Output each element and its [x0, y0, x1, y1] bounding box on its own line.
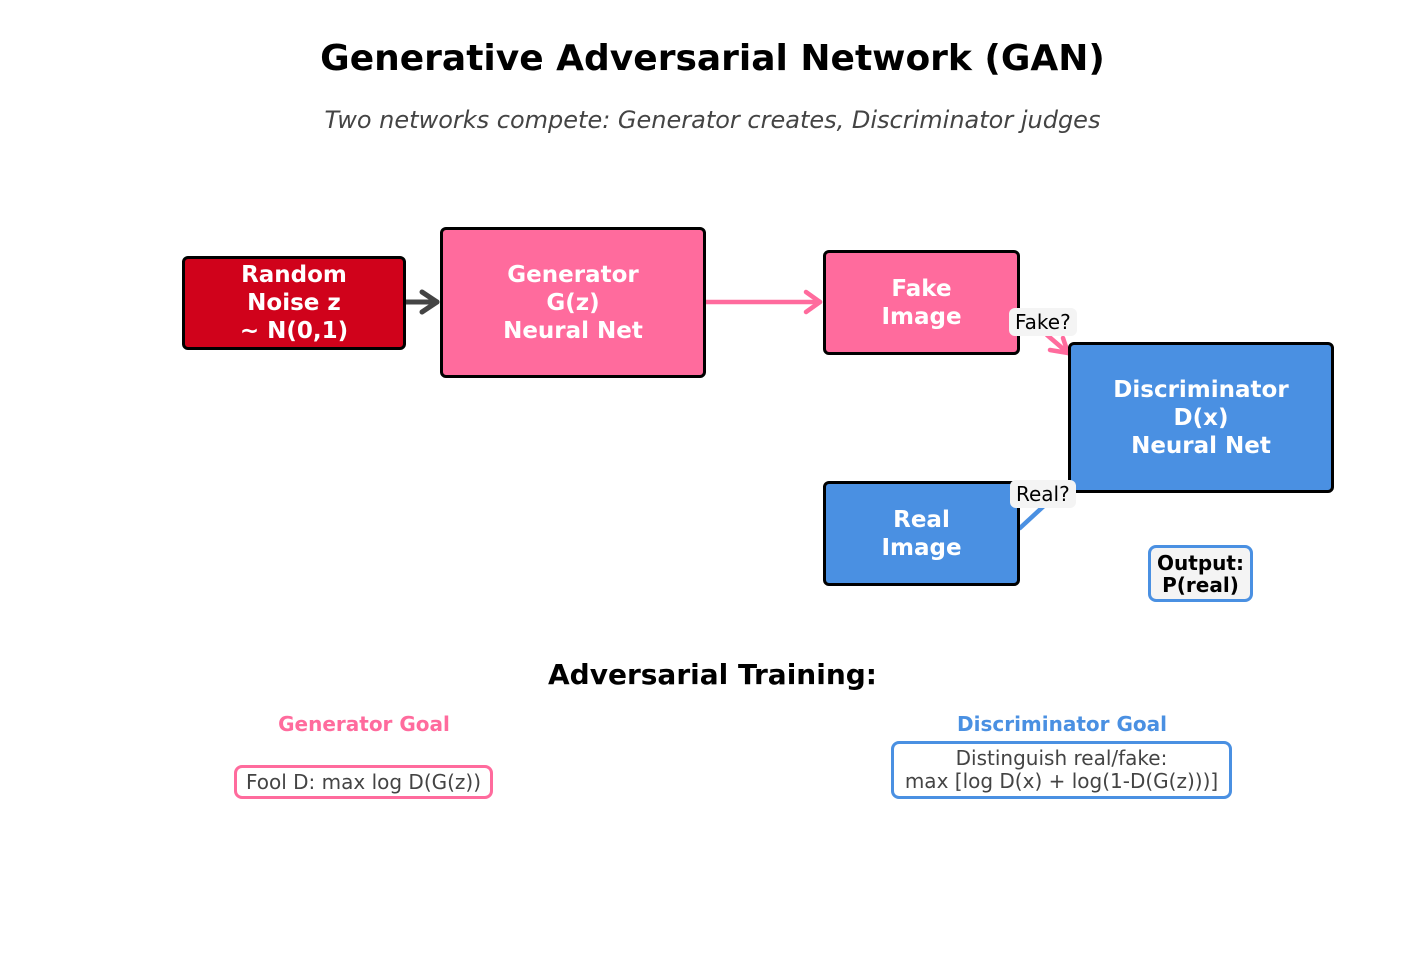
real-edge-label: Real?: [1010, 480, 1076, 508]
noise-node-label: Random Noise z ~ N(0,1): [239, 262, 349, 344]
discriminator-goal-box: Distinguish real/fake: max [log D(x) + l…: [891, 741, 1232, 799]
noise-node: Random Noise z ~ N(0,1): [182, 256, 406, 350]
arrow-generator-to-fake: [702, 289, 823, 315]
generator-goal-text: Fool D: max log D(G(z)): [245, 769, 482, 794]
generator-node-label: Generator G(z) Neural Net: [503, 261, 643, 344]
output-box: Output: P(real): [1148, 545, 1253, 602]
arrow-noise-to-generator: [401, 289, 440, 315]
arrow-fake-to-discriminator: [1044, 332, 1071, 356]
real-image-label: Real Image: [881, 506, 962, 561]
real-image-node: Real Image: [823, 481, 1020, 586]
fake-image-node: Fake Image: [823, 250, 1020, 355]
fake-image-label: Fake Image: [881, 275, 962, 330]
discriminator-node: Discriminator D(x) Neural Net: [1068, 342, 1334, 493]
generator-node: Generator G(z) Neural Net: [440, 227, 706, 378]
generator-goal-title: Generator Goal: [278, 712, 450, 736]
fake-edge-label: Fake?: [1009, 308, 1077, 336]
discriminator-goal-text: Distinguish real/fake: max [log D(x) + l…: [904, 746, 1219, 793]
page-subtitle: Two networks compete: Generator creates,…: [324, 106, 1101, 134]
discriminator-node-label: Discriminator D(x) Neural Net: [1113, 376, 1289, 459]
training-title: Adversarial Training:: [548, 658, 877, 691]
discriminator-goal-title: Discriminator Goal: [957, 712, 1167, 736]
arrow-real-to-discriminator: [1017, 501, 1049, 531]
generator-goal-box: Fool D: max log D(G(z)): [234, 765, 493, 799]
page-title: Generative Adversarial Network (GAN): [320, 38, 1105, 79]
output-label: Output: P(real): [1157, 550, 1244, 597]
